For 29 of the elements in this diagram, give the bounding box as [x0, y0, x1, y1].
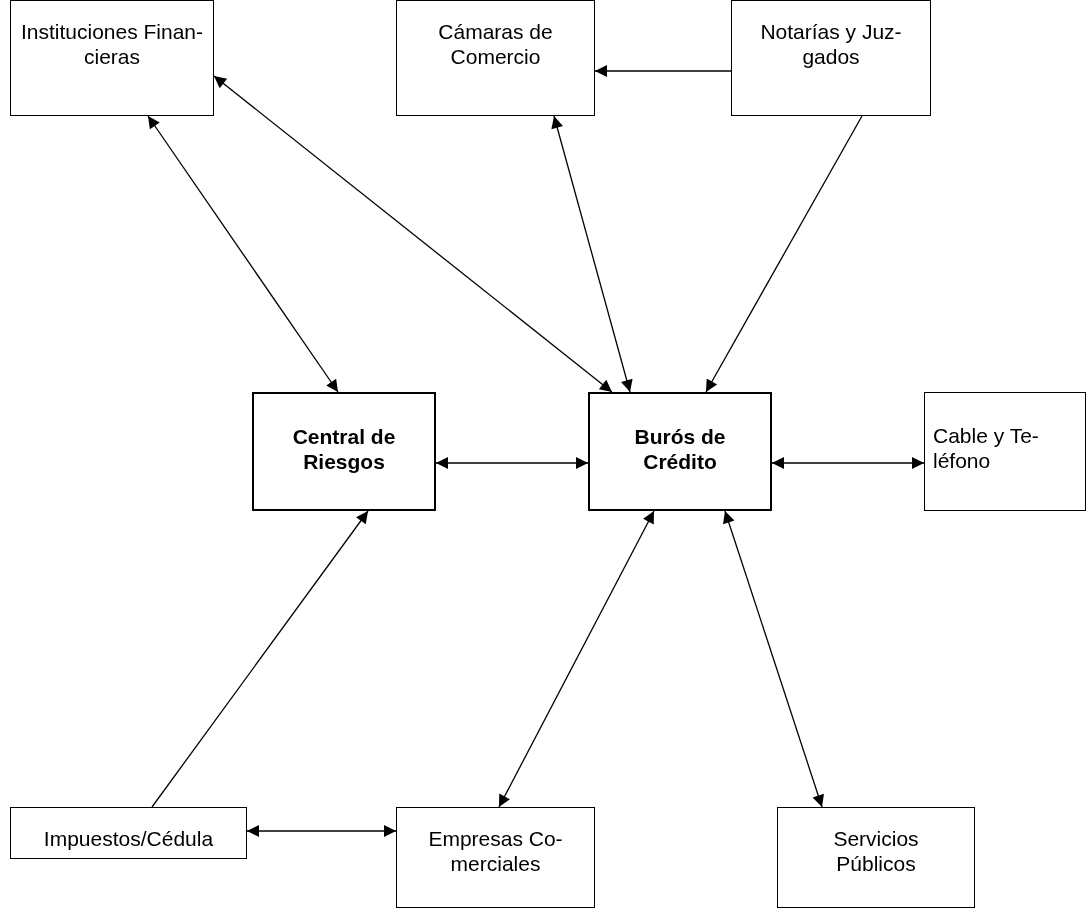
- arrow: [723, 510, 824, 808]
- arrow: [498, 510, 655, 808]
- process-box: [396, 0, 595, 116]
- process-box: [10, 0, 214, 116]
- process-box: [252, 392, 436, 511]
- process-box: [731, 0, 931, 116]
- arrow: [213, 75, 613, 393]
- process-box: [588, 392, 772, 511]
- arrow: [771, 457, 925, 469]
- process-box: [777, 807, 975, 908]
- node-label: Cámaras de Comercio: [437, 19, 554, 69]
- arrow: [435, 457, 589, 469]
- node-label: Impuestos/Cédula: [43, 826, 214, 851]
- node-label: Empresas Co- merciales: [427, 826, 564, 876]
- process-box: [10, 807, 247, 859]
- arrow: [594, 65, 732, 77]
- arrow: [551, 115, 633, 393]
- node-label: Central de Riesgos: [291, 424, 397, 474]
- node-label: Notarías y Juz- gados: [759, 19, 903, 69]
- node-label: Burós de Crédito: [633, 424, 727, 474]
- arrow: [705, 115, 863, 393]
- node-label: Servicios Públicos: [832, 826, 920, 876]
- arrow: [151, 510, 369, 808]
- process-box: [396, 807, 595, 908]
- arrow: [246, 825, 397, 837]
- arrow: [147, 115, 339, 393]
- process-box: [924, 392, 1086, 511]
- node-label: Cable y Te- léfono: [933, 423, 1040, 473]
- node-label: Instituciones Finan- cieras: [19, 19, 205, 69]
